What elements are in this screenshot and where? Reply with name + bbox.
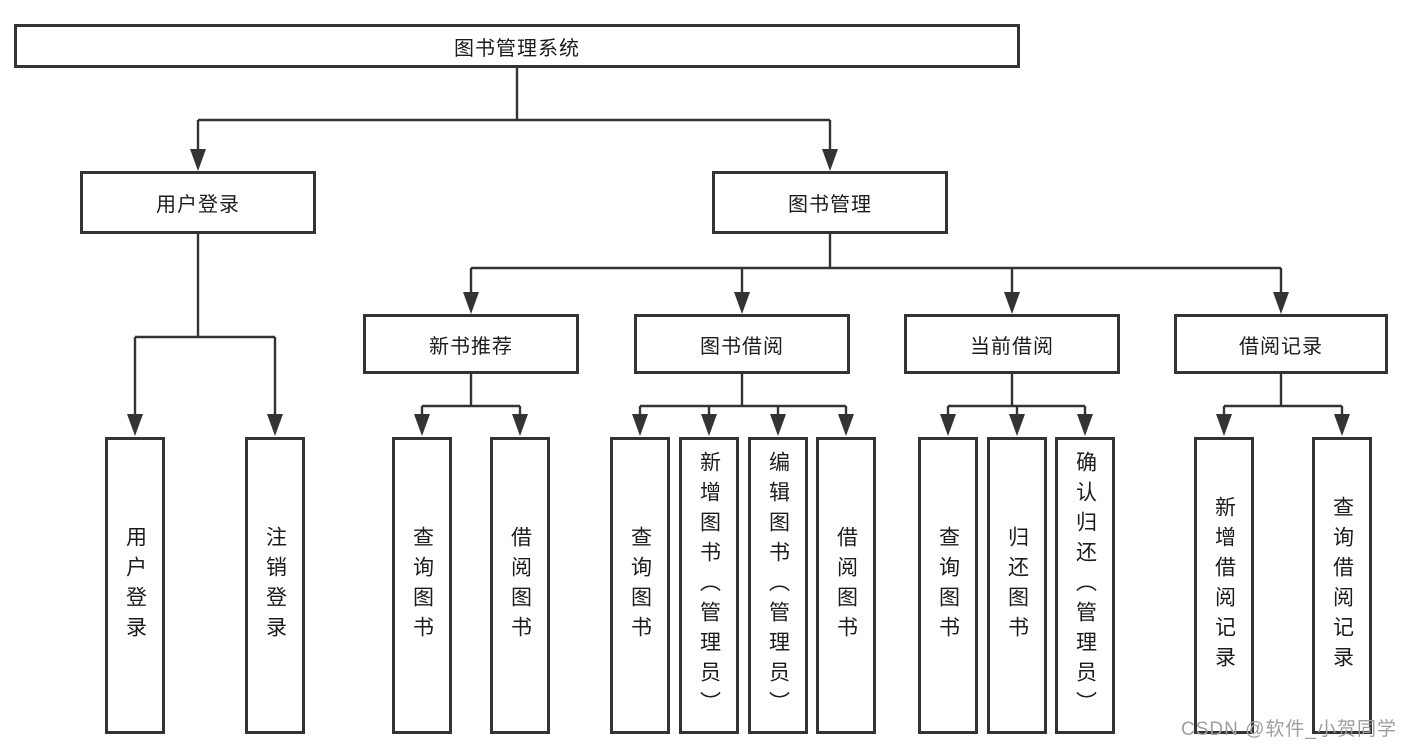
node-user-login: 用户登录 — [80, 171, 316, 234]
csdn-watermark: CSDN @软件_小贺同学 — [1181, 719, 1397, 740]
node-library-management-system: 图书管理系统 — [14, 24, 1020, 68]
leaf-borrow-books-recommend: 借阅图书 — [490, 437, 550, 734]
leaf-query-books-current: 查询图书 — [918, 437, 978, 734]
node-borrowing-records: 借阅记录 — [1174, 314, 1388, 374]
leaf-borrow-books: 借阅图书 — [816, 437, 876, 734]
leaf-add-books-admin: 新增图书（管理员） — [679, 437, 739, 734]
node-book-borrowing: 图书借阅 — [634, 314, 850, 374]
leaf-user-login: 用户登录 — [105, 437, 165, 734]
leaf-query-books-borrow: 查询图书 — [610, 437, 670, 734]
node-new-book-recommendation: 新书推荐 — [363, 314, 579, 374]
leaf-logout: 注销登录 — [245, 437, 305, 734]
leaf-query-books-recommend: 查询图书 — [392, 437, 452, 734]
leaf-return-books: 归还图书 — [987, 437, 1047, 734]
leaf-edit-books-admin: 编辑图书（管理员） — [748, 437, 808, 734]
node-current-borrowing: 当前借阅 — [904, 314, 1120, 374]
leaf-add-borrow-record: 新增借阅记录 — [1194, 437, 1254, 734]
node-book-management: 图书管理 — [712, 171, 948, 234]
leaf-confirm-return-admin: 确认归还（管理员） — [1055, 437, 1115, 734]
leaf-query-borrow-record: 查询借阅记录 — [1312, 437, 1372, 734]
